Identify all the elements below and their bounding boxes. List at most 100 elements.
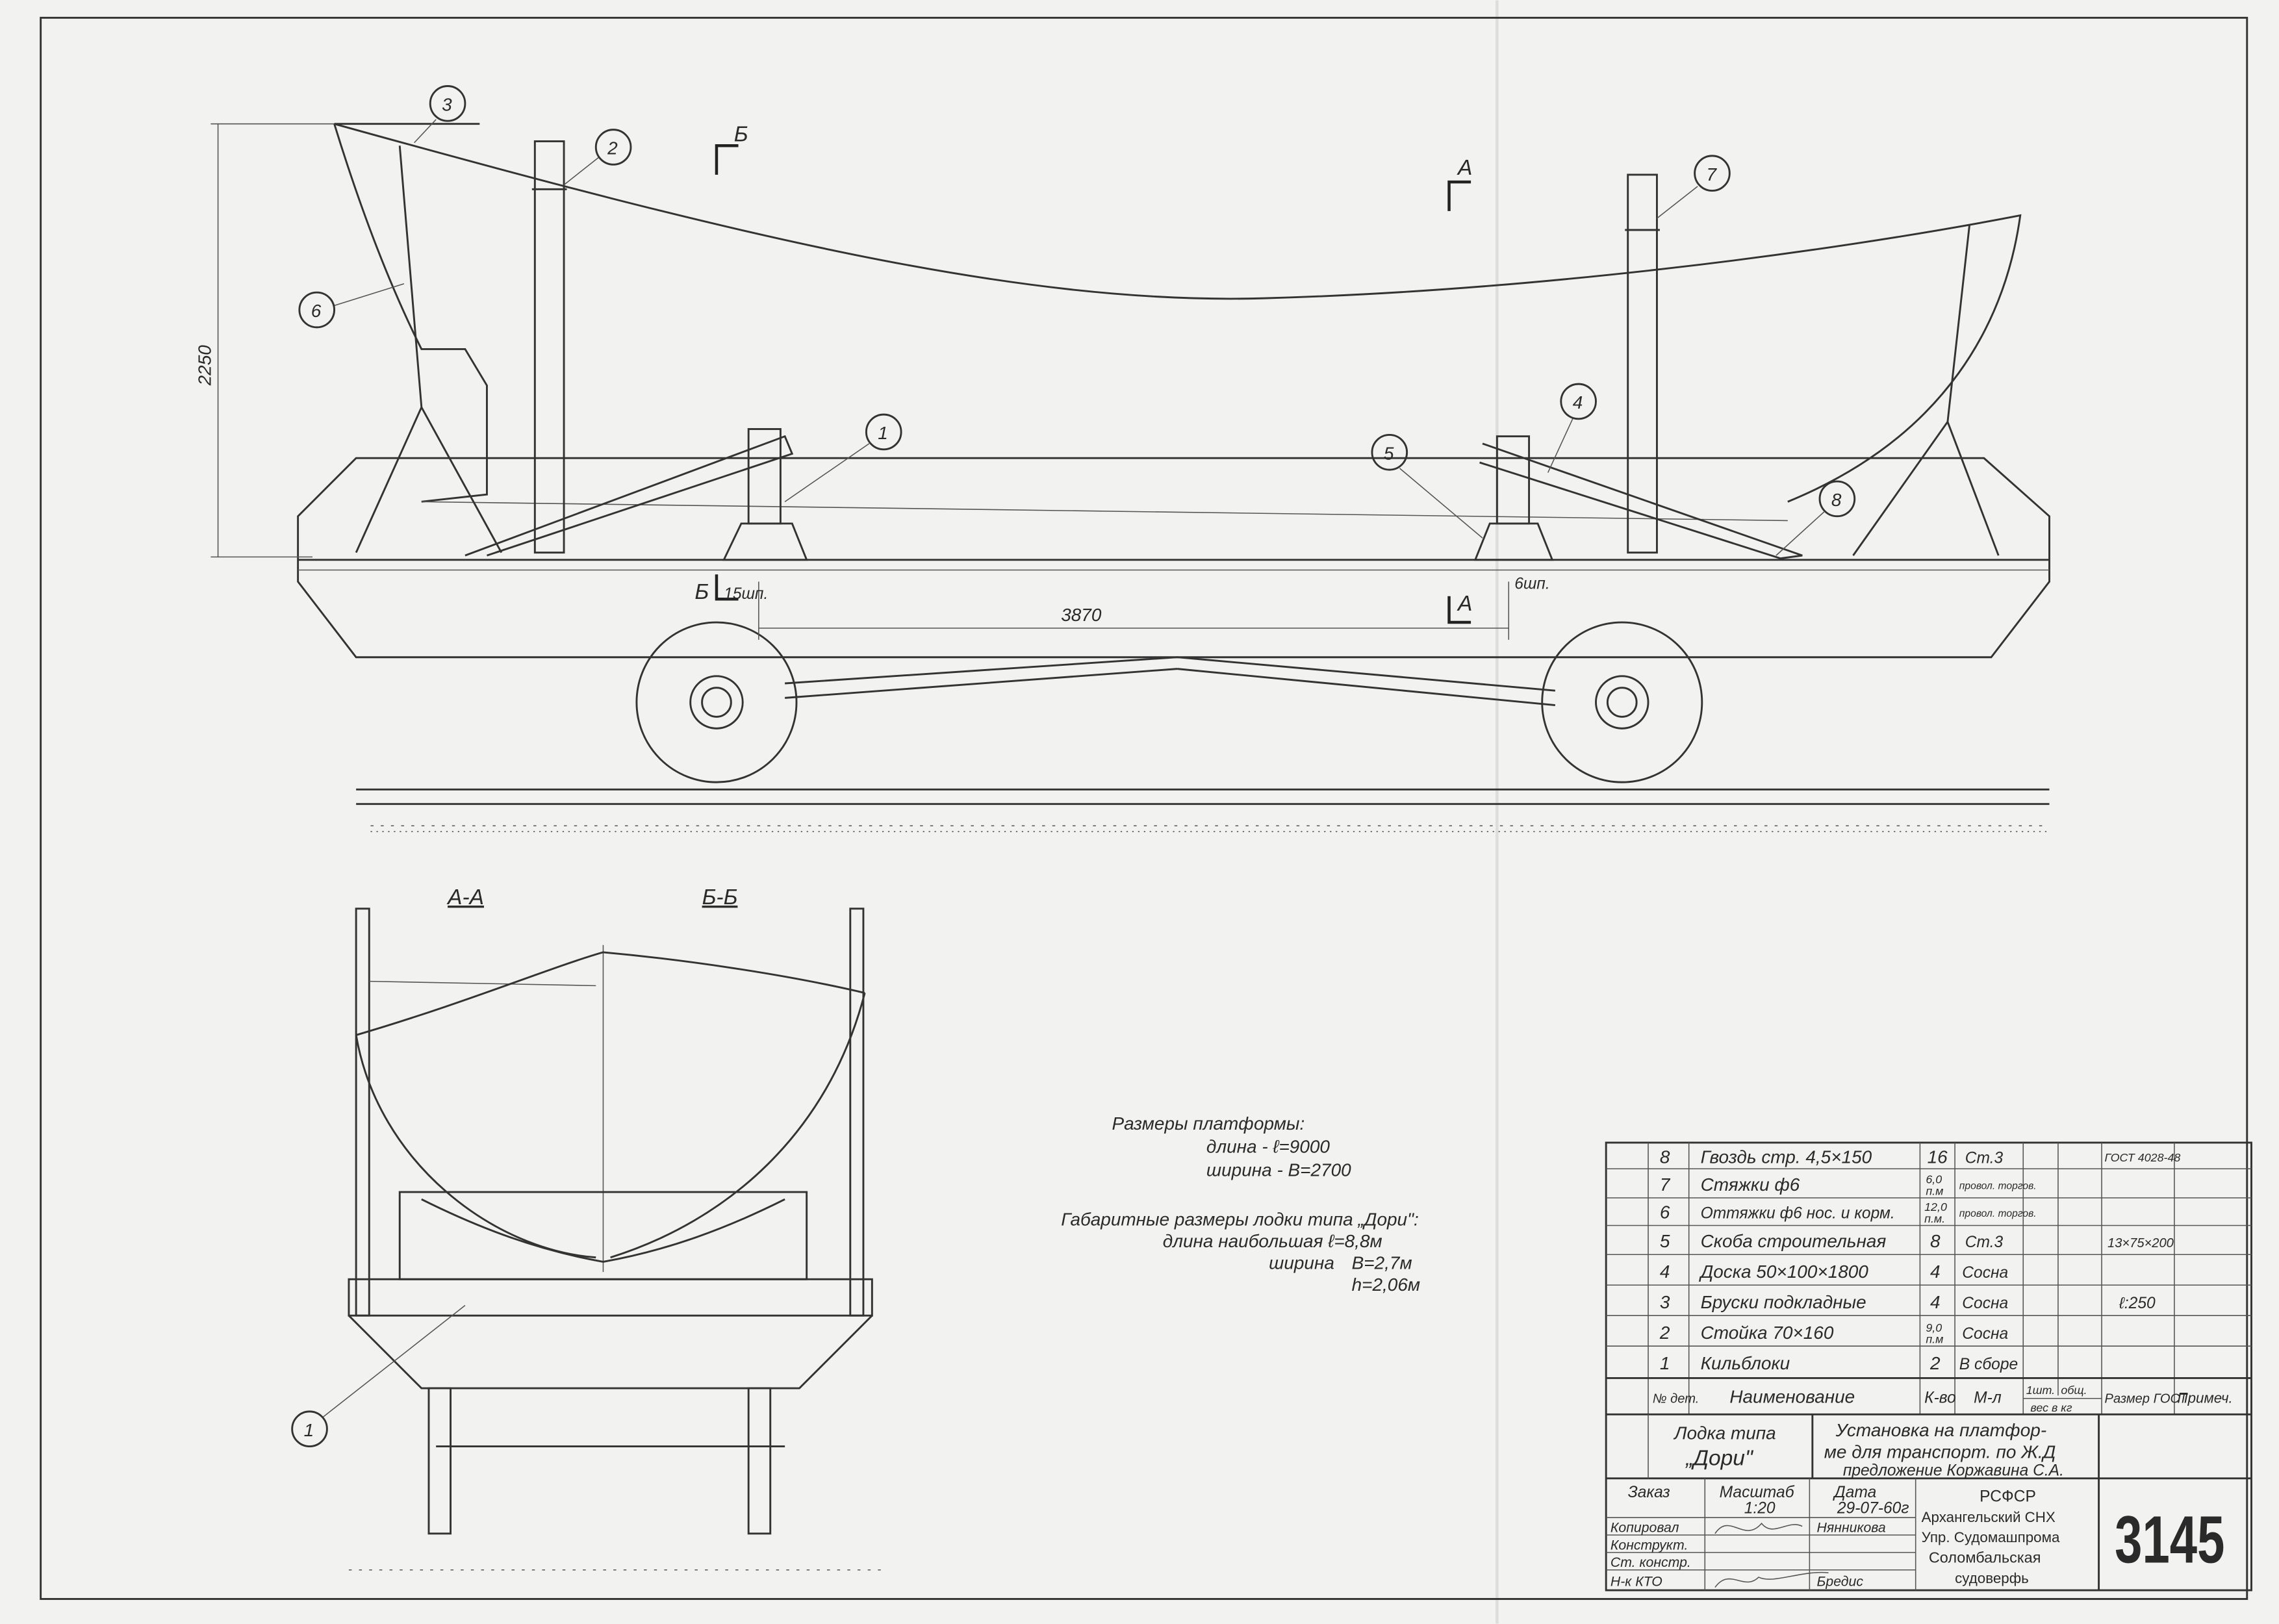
svg-text:8: 8 (1831, 490, 1842, 510)
svg-text:вес в кг: вес в кг (2030, 1401, 2072, 1414)
callout-8: 8 (1776, 480, 1856, 556)
svg-text:К-во: К-во (1924, 1389, 1956, 1406)
sleepers-right: 6шп. (1514, 576, 1549, 593)
svg-text:7: 7 (1660, 1174, 1671, 1195)
svg-text:Доска 50×100×1800: Доска 50×100×1800 (1699, 1262, 1869, 1282)
svg-text:Скоба строительная: Скоба строительная (1701, 1231, 1887, 1251)
svg-text:Сосна: Сосна (1962, 1295, 2008, 1312)
drawing-title-line3: предложение Коржавина С.А. (1843, 1462, 2064, 1479)
organization: РСФСР Архангельский СНХ Упр. Судомашпром… (1922, 1488, 2060, 1586)
platform-size-title: Размеры платформы: (1112, 1113, 1305, 1134)
svg-text:Архангельский СНХ: Архангельский СНХ (1922, 1509, 2056, 1525)
svg-text:Гвоздь стр. 4,5×150: Гвоздь стр. 4,5×150 (1701, 1147, 1872, 1167)
date-label: Дата (1832, 1484, 1876, 1501)
drawing-number: 3145 (2115, 1503, 2224, 1577)
signature (1714, 1571, 1829, 1588)
notes: Размеры платформы: длина - ℓ=9000 ширина… (1061, 1113, 1420, 1295)
dim-length: 3870 (1061, 605, 1102, 625)
section-label-aa: А-А (446, 885, 484, 909)
keel-block-left (722, 428, 808, 561)
railway-platform (297, 457, 2050, 659)
name-head-kto: Бредис (1817, 1573, 1864, 1589)
table-row: 3 Бруски подкладные 4 Сосна ℓ:250 (1660, 1292, 2156, 1312)
role-head-kto: Н-к КТО (1611, 1573, 1662, 1589)
scale-value: 1:20 (1744, 1499, 1776, 1517)
wheel-left (635, 621, 798, 783)
svg-text:8: 8 (1930, 1231, 1941, 1251)
boat-height: h=2,06м (1352, 1275, 1420, 1295)
svg-text:2: 2 (607, 138, 618, 159)
svg-text:судоверфь: судоверфь (1955, 1570, 2029, 1586)
svg-text:9,0: 9,0 (1926, 1321, 1942, 1334)
svg-text:провол. торгов.: провол. торгов. (1959, 1181, 2037, 1192)
platform-section (348, 1278, 873, 1317)
board-left (465, 435, 794, 557)
svg-text:провол. торгов.: провол. торгов. (1959, 1208, 2037, 1219)
post-right (1627, 173, 1658, 554)
role-designer: Конструкт. (1611, 1537, 1688, 1553)
title-block: Лодка типа „Дори" Установка на платфор- … (1606, 1414, 2252, 1591)
callout-5: 5 (1371, 433, 1483, 539)
svg-text:Сосна: Сосна (1962, 1325, 2008, 1343)
section-view: А-А Б-Б 1 (291, 885, 887, 1571)
svg-text:ГОСТ 4028-48: ГОСТ 4028-48 (2105, 1151, 2181, 1164)
svg-text:7: 7 (1707, 164, 1718, 184)
svg-text:общ.: общ. (2061, 1384, 2087, 1397)
object-name-line1: Лодка типа (1673, 1423, 1776, 1443)
role-copied: Копировал (1611, 1520, 1679, 1536)
drawing-title-line1: Установка на платфор- (1835, 1420, 2047, 1440)
svg-text:6: 6 (311, 301, 322, 321)
rail-track (356, 788, 2050, 832)
callout-6: 6 (298, 283, 405, 329)
keel-block-right (1473, 435, 1554, 561)
svg-text:12,0: 12,0 (1924, 1200, 1947, 1213)
boat-length: длина наибольшая ℓ=8,8м (1163, 1231, 1382, 1251)
svg-text:1: 1 (878, 423, 888, 443)
svg-text:3: 3 (1660, 1292, 1670, 1312)
role-senior-designer: Ст. констр. (1611, 1554, 1691, 1570)
boat-hull (334, 123, 2022, 503)
svg-text:6: 6 (1660, 1202, 1670, 1222)
svg-text:Соломбальская: Соломбальская (1929, 1549, 2041, 1566)
svg-text:п.м: п.м (1926, 1333, 1943, 1346)
svg-text:4: 4 (1930, 1292, 1941, 1312)
section-label-bb: Б-Б (702, 885, 738, 909)
svg-text:13×75×200: 13×75×200 (2107, 1236, 2174, 1250)
name-copied: Нянникова (1817, 1520, 1886, 1536)
sleepers-left: 15шп. (724, 585, 768, 603)
callout-1: 1 (784, 413, 902, 502)
boat-width-label: ширина (1269, 1253, 1334, 1273)
svg-text:1: 1 (304, 1420, 314, 1440)
svg-text:Примеч.: Примеч. (2177, 1389, 2232, 1406)
section-mark-b-bottom: Б (694, 580, 709, 604)
signature (1714, 1522, 1803, 1534)
object-name-line2: „Дори" (1685, 1447, 1754, 1471)
svg-text:1: 1 (1660, 1353, 1670, 1373)
svg-text:М-л: М-л (1974, 1389, 2002, 1406)
svg-text:Наименование: Наименование (1729, 1386, 1855, 1406)
scale-label: Масштаб (1720, 1484, 1795, 1501)
section-mark-b-top: Б (734, 123, 748, 147)
table-header: № дет. Наименование К-во М-л 1шт. общ. в… (1653, 1384, 2233, 1414)
svg-text:5: 5 (1660, 1231, 1670, 1251)
callout-2: 2 (563, 129, 632, 186)
svg-text:Размер ГОСТ: Размер ГОСТ (2105, 1391, 2189, 1406)
svg-text:ℓ:250: ℓ:250 (2119, 1295, 2156, 1312)
boat-width: В=2,7м (1352, 1253, 1412, 1273)
stay-stern (1852, 225, 2000, 556)
callout-7: 7 (1656, 155, 1731, 219)
svg-text:8: 8 (1660, 1147, 1670, 1167)
svg-text:Кильблоки: Кильблоки (1701, 1353, 1790, 1373)
svg-text:6,0: 6,0 (1926, 1173, 1942, 1186)
svg-text:п.м.: п.м. (1924, 1212, 1945, 1225)
svg-text:Бруски подкладные: Бруски подкладные (1701, 1292, 1866, 1312)
svg-text:Ст.3: Ст.3 (1965, 1149, 2004, 1167)
callout-4: 4 (1547, 383, 1597, 473)
